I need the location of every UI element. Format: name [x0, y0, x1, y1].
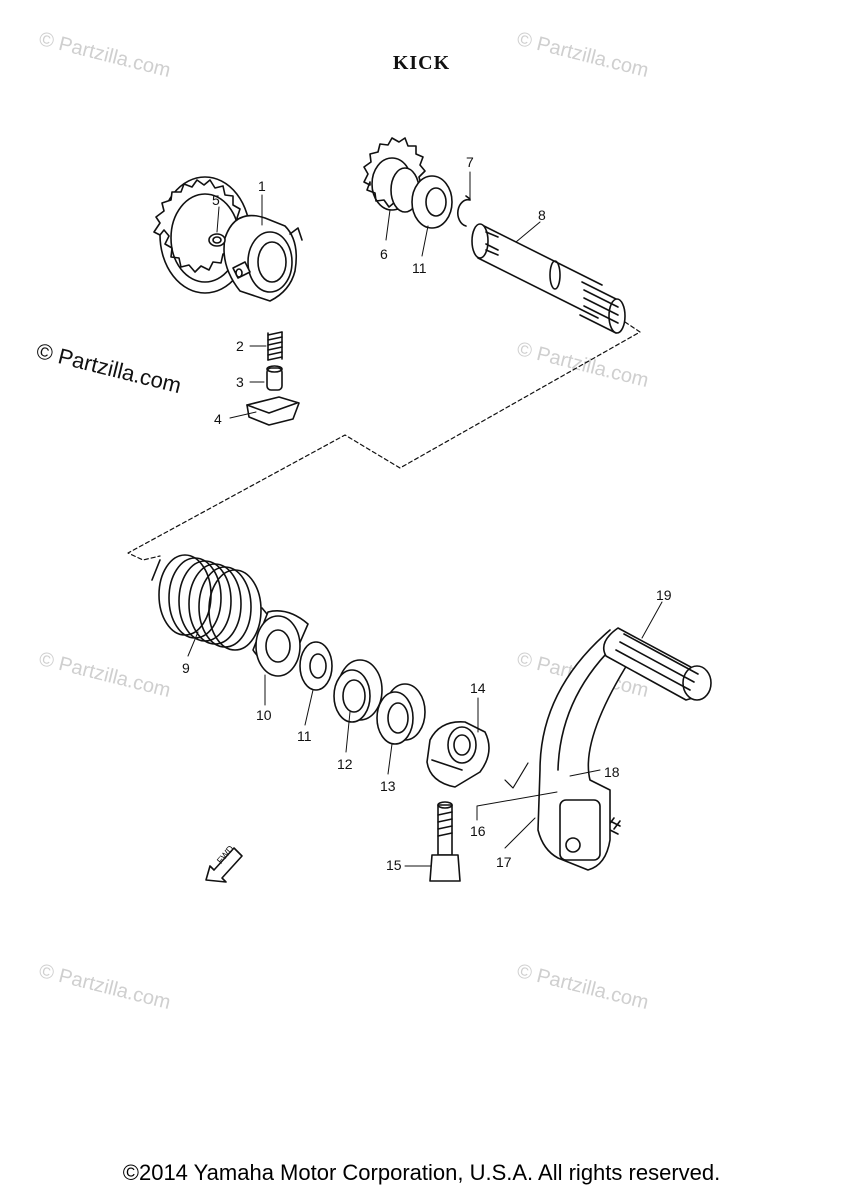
- callout-11: 11: [297, 728, 312, 744]
- assembly-line: [127, 321, 641, 561]
- check-mark: [504, 762, 529, 789]
- callout-2: 2: [236, 338, 244, 354]
- collar-part-10: [252, 610, 309, 677]
- diagram-title: KICK: [392, 52, 451, 74]
- kick-arm-part-18: [537, 629, 631, 871]
- callout-15: 15: [386, 857, 402, 873]
- callout-16: 16: [470, 823, 486, 839]
- kick-shaft-part-8: [471, 223, 626, 334]
- fwd-arrow: [205, 847, 243, 883]
- callout-17: 17: [496, 854, 512, 870]
- callout-7: 7: [466, 154, 474, 170]
- callout-9: 9: [182, 660, 190, 676]
- callout-8: 8: [538, 207, 546, 223]
- callout-13: 13: [380, 778, 396, 794]
- copyright-footer: ©2014 Yamaha Motor Corporation, U.S.A. A…: [122, 1160, 721, 1185]
- callout-4: 4: [214, 411, 222, 427]
- bolt-part-15: [429, 801, 461, 882]
- callout-11-top: 11: [412, 260, 427, 276]
- kick-gear-part-1: [153, 176, 303, 302]
- callout-5: 5: [212, 192, 220, 208]
- clip-part-4: [246, 396, 300, 426]
- callout-3: 3: [236, 374, 244, 390]
- callout-14: 14: [470, 680, 486, 696]
- circlip-part-7: [457, 195, 471, 227]
- callout-18: 18: [604, 764, 620, 780]
- callout-19: 19: [656, 587, 672, 603]
- torsion-spring-part-9: [151, 554, 273, 651]
- kick-boss-part-14: [426, 721, 490, 788]
- callout-6: 6: [380, 246, 388, 262]
- callout-10: 10: [256, 707, 272, 723]
- callout-12: 12: [337, 756, 353, 772]
- pin-part-3: [266, 365, 283, 391]
- washer-part-11: [299, 641, 333, 691]
- ring-part-12: [333, 659, 383, 723]
- callout-1: 1: [258, 178, 266, 194]
- bushing-part-13: [376, 683, 426, 745]
- grip-part-19: [602, 627, 712, 701]
- washer-part-11-top: [411, 175, 453, 229]
- spring-part-2: [267, 331, 283, 361]
